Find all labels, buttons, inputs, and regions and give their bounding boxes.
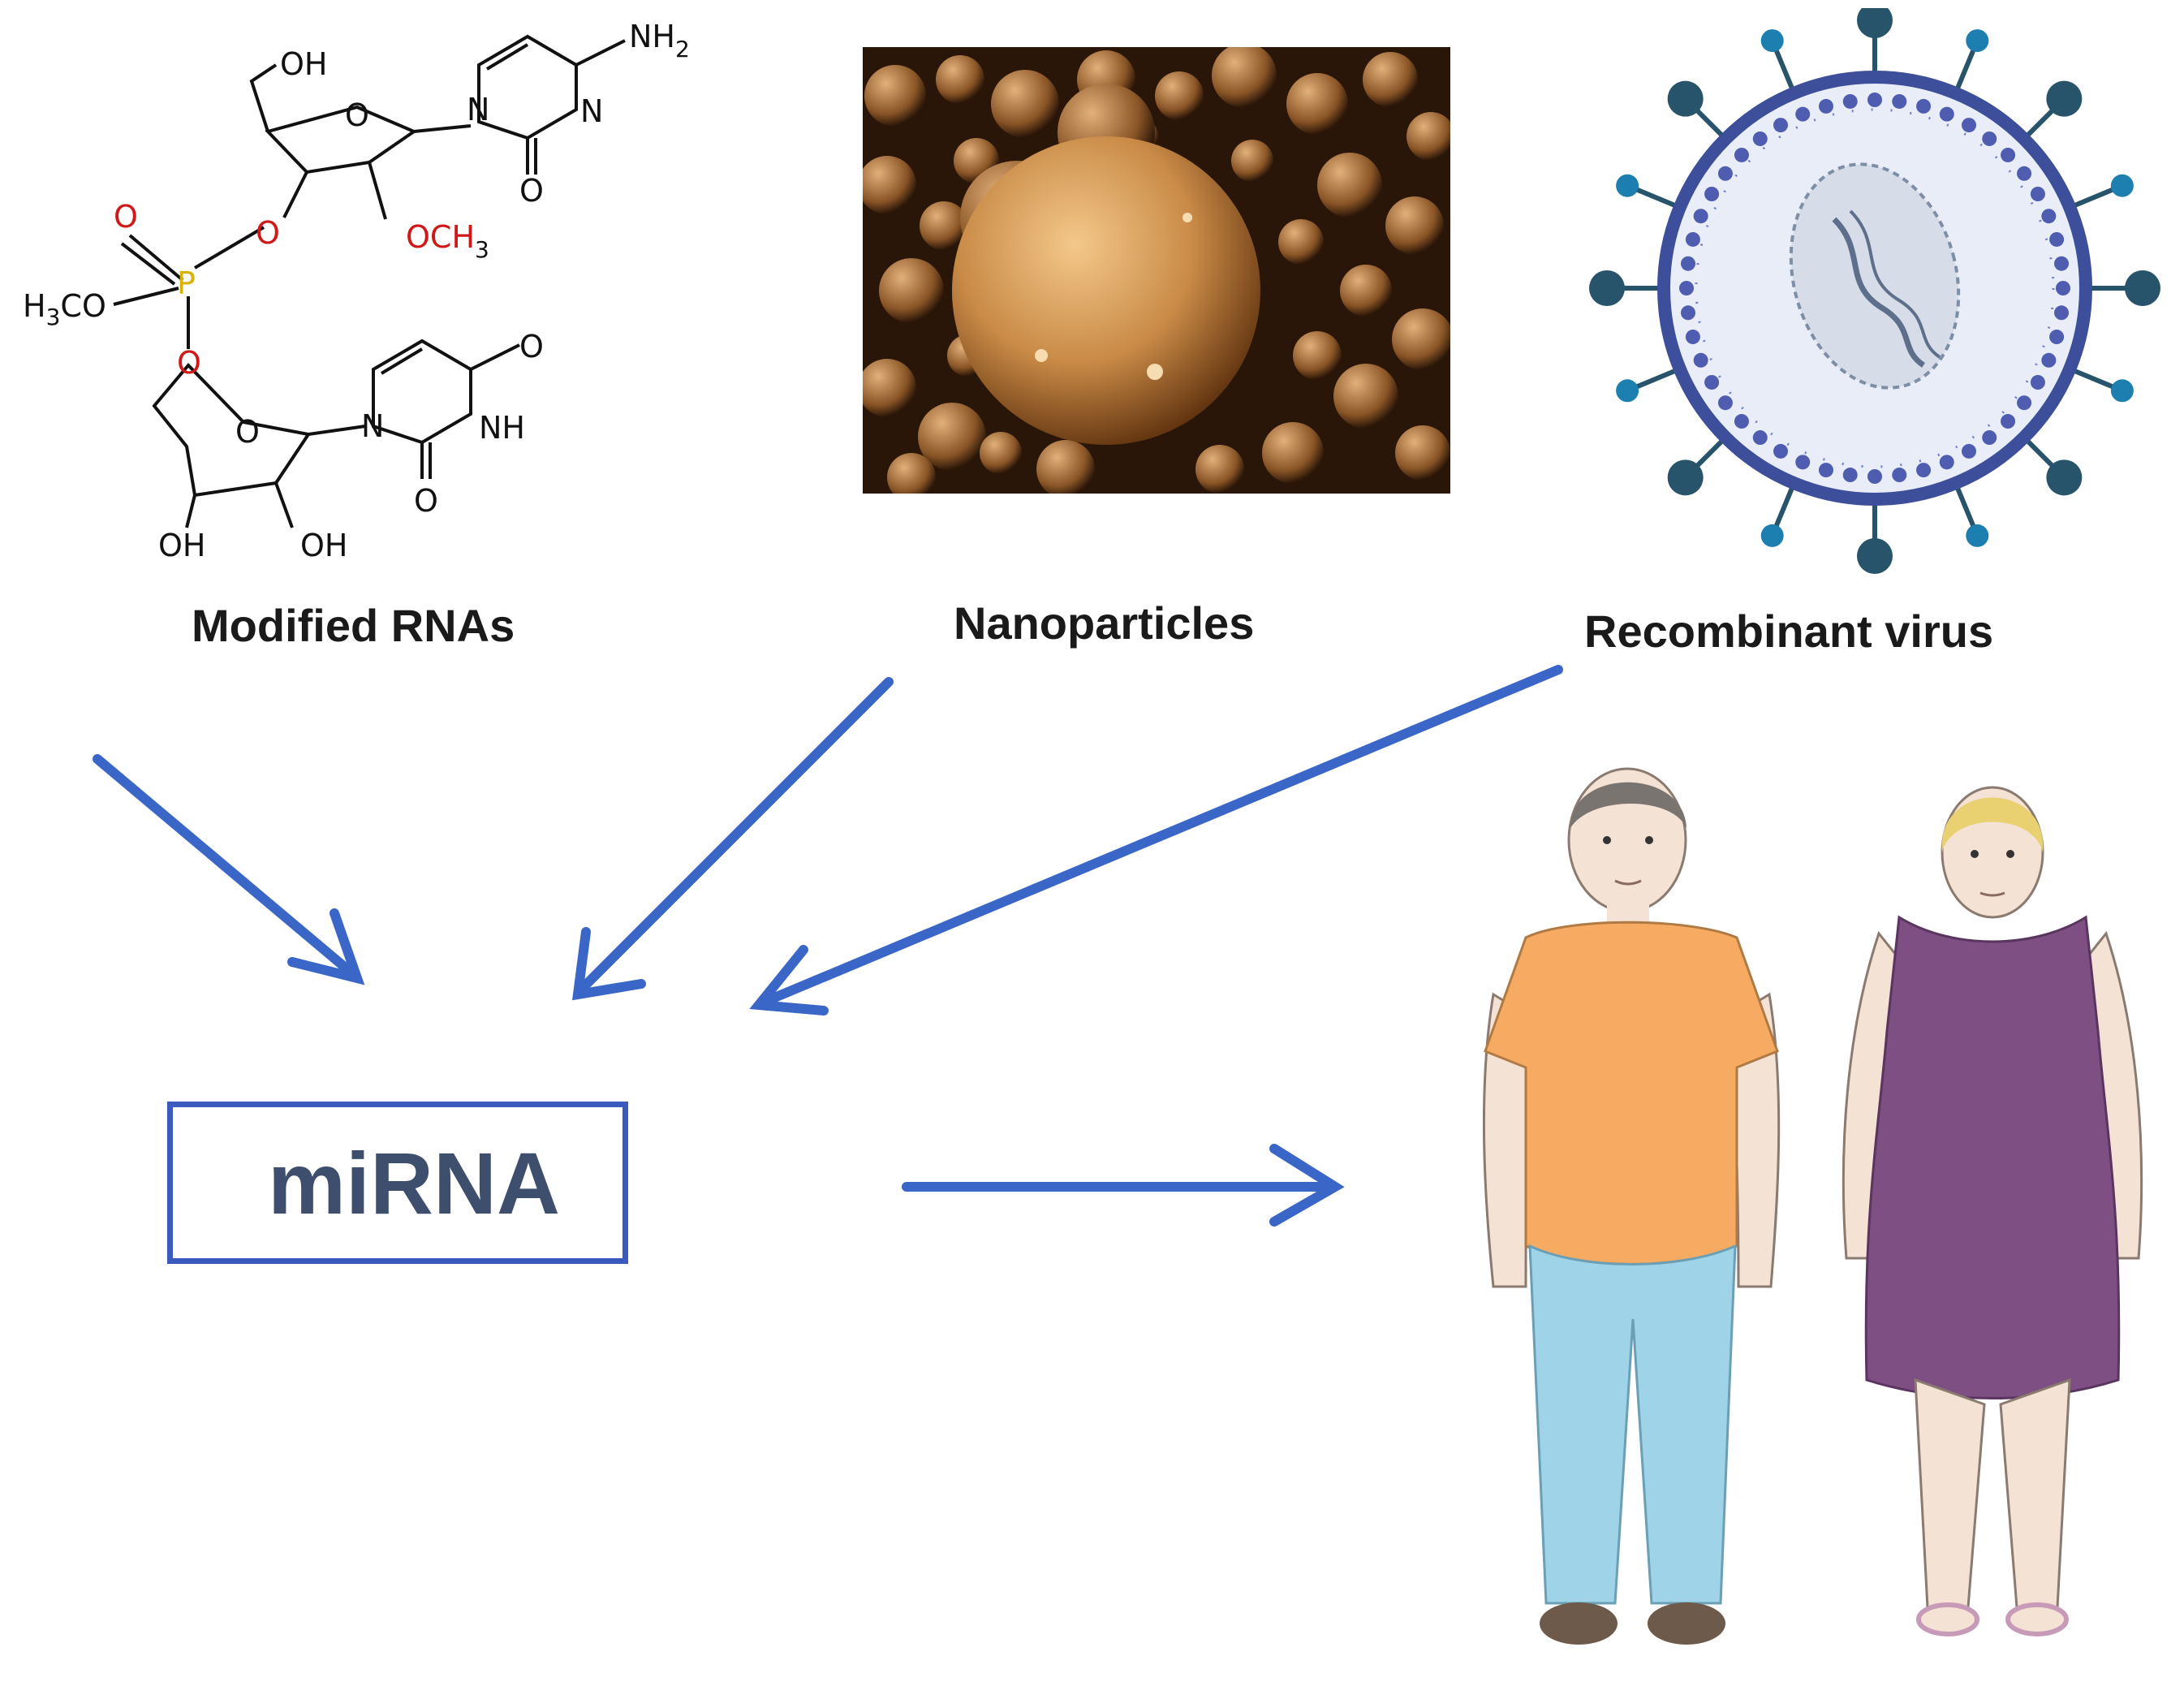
chem-n-bottom: N	[361, 408, 384, 444]
chem-o-link-lower: O	[177, 345, 201, 381]
arrow-mirna-to-people	[902, 1144, 1345, 1227]
chem-nh2: NH2	[629, 19, 690, 63]
chem-oh-top: OH	[280, 46, 327, 82]
chem-ring-o-bottom: O	[235, 414, 260, 450]
chem-n-top-right: N	[580, 93, 603, 129]
arrow-modified-rnas-to-mirna	[93, 754, 365, 985]
label-nanoparticles: Nanoparticles	[954, 597, 1255, 649]
chem-o-carbonyl-bottom-top: O	[519, 329, 544, 364]
mirna-label: miRNA	[268, 1134, 561, 1232]
chem-ring-o-top: O	[345, 97, 369, 133]
nanoparticle-sem-image	[863, 47, 1450, 494]
chem-h3co: H3CO	[23, 288, 106, 330]
woman-figure	[1842, 786, 2143, 1636]
label-modified-rnas: Modified RNAs	[192, 600, 515, 651]
mirna-box	[167, 1102, 628, 1264]
chem-o-link-upper: O	[256, 215, 280, 251]
chem-oh-bottom-right: OH	[300, 528, 347, 563]
arrow-nanoparticles-to-mirna	[572, 677, 894, 1001]
chem-n-top-left: N	[467, 92, 489, 127]
virus-icon	[1589, 8, 2160, 574]
label-recombinant-virus: Recombinant virus	[1584, 606, 1994, 657]
chem-p-double-o: O	[114, 199, 138, 235]
chem-och3: OCH3	[406, 219, 489, 263]
man-figure	[1482, 767, 1781, 1645]
chem-o-carbonyl-bottom: O	[414, 483, 438, 519]
arrow-virus-to-mirna	[749, 665, 1563, 1015]
modified-rna-structure: OH O N N O NH2 OCH3 O O P H3CO O O N O N…	[23, 19, 690, 563]
chem-o-carbonyl-top: O	[519, 173, 544, 209]
chem-phosphorus: P	[177, 265, 196, 301]
chem-nh-bottom: NH	[479, 410, 525, 446]
chem-oh-bottom-left: OH	[158, 528, 205, 563]
